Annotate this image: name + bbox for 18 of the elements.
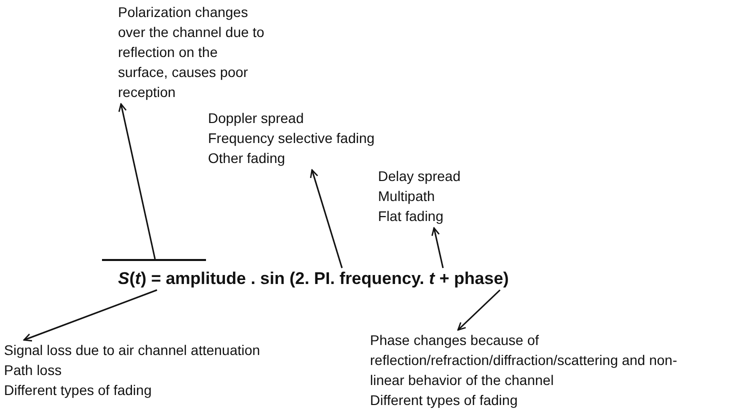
arrow bbox=[23, 289, 158, 342]
list-item: Different types of fading bbox=[370, 391, 519, 410]
list-item: Flat fading bbox=[378, 207, 444, 226]
list-item: Multipath bbox=[378, 187, 436, 206]
list-item: Doppler spread bbox=[208, 109, 305, 128]
arrow bbox=[310, 169, 343, 268]
list-item: Signal loss due to air channel attenuation bbox=[4, 341, 262, 360]
arrow bbox=[431, 227, 444, 268]
list-item: Path loss bbox=[4, 361, 63, 380]
arrow bbox=[457, 289, 501, 331]
arrow bbox=[118, 103, 156, 260]
formula: S(t) = amplitude . sin (2. PI. frequency. t + phase) bbox=[118, 268, 510, 290]
list-item: Phase changes because of reflection/refraction/diffraction/scattering and non-linear behavior of the channel bbox=[370, 331, 678, 390]
list-item: Other fading bbox=[208, 149, 286, 168]
annotation-text: Polarization changes over the channel due to reflection on the surface, causes poor reception bbox=[118, 3, 266, 102]
list-item: Delay spread bbox=[378, 167, 462, 186]
list-item: Different types of fading bbox=[4, 381, 153, 400]
list-item: Frequency selective fading bbox=[208, 129, 376, 148]
